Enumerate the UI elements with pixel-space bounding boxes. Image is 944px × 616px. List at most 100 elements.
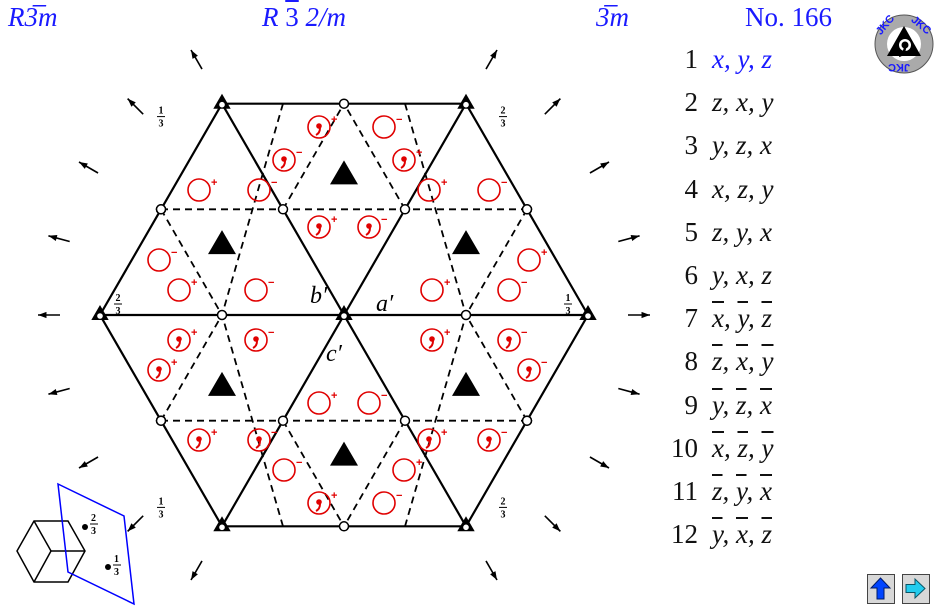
position-sign: + <box>211 177 217 189</box>
glide-line <box>160 314 223 422</box>
position-circle <box>497 278 521 302</box>
position-comma-dot <box>316 499 322 505</box>
rhombohedral-cell-outline <box>57 482 135 606</box>
position-sign: + <box>444 277 450 289</box>
position-comma-dot <box>506 336 512 342</box>
threefold-inversion-axis-center <box>97 313 103 319</box>
position-comma-dot <box>401 156 407 162</box>
operation-coordinates: x, z, y <box>712 432 774 463</box>
threefold-inversion-axis-center <box>463 101 469 108</box>
position-sign: + <box>416 457 422 469</box>
position-circle <box>147 358 171 382</box>
position-sign: − <box>268 327 274 339</box>
position-circle <box>392 148 416 172</box>
position-circle <box>372 115 396 139</box>
operation-number: 7 <box>684 303 699 334</box>
axis-c-label: c′ <box>326 341 343 367</box>
symmetry-operation-row: 10 x, z, y <box>658 427 858 470</box>
position-comma-dot <box>366 223 372 229</box>
position-circle <box>187 178 211 202</box>
operation-number: 10 <box>671 432 698 463</box>
position-sign: + <box>171 357 177 369</box>
operation-number: 4 <box>684 173 699 204</box>
position-sign: + <box>541 247 547 259</box>
jkc-logo: JKC JKC JKC <box>874 13 934 74</box>
position-sign: − <box>296 457 302 469</box>
position-circle <box>247 178 271 202</box>
fraction-numerator: 1 <box>159 106 164 117</box>
operation-number: 5 <box>684 216 699 247</box>
inversion-center <box>399 204 411 215</box>
lattice-point <box>82 524 88 530</box>
operation-coordinates: y, z, x <box>712 389 772 420</box>
inversion-center <box>521 415 533 426</box>
threefold-inversion-axis <box>579 305 597 320</box>
general-positions: +−−++−+−+−−++−+−+−+−+−+−+−+−−++− <box>147 114 547 515</box>
position-circle <box>247 428 271 452</box>
position-circle <box>372 491 396 515</box>
position-comma-tail <box>252 340 258 349</box>
position-comma-dot <box>156 366 162 372</box>
operation-number: 6 <box>684 260 699 291</box>
position-circle <box>244 278 268 302</box>
position-comma-tail <box>315 503 321 512</box>
nav-next-button[interactable] <box>902 574 930 604</box>
operation-number: 11 <box>672 475 698 506</box>
glide-line <box>282 103 345 210</box>
right-arrow-icon <box>905 577 926 600</box>
position-comma-dot <box>256 436 262 442</box>
glide-line <box>404 314 467 527</box>
threefold-screw-axis <box>208 371 236 396</box>
threefold-inversion-axis <box>457 516 475 532</box>
operation-coordinates: y, x, z <box>712 260 772 291</box>
nav-up-button[interactable] <box>867 574 895 604</box>
position-sign: + <box>444 327 450 339</box>
axis-b-label: b′ <box>310 283 328 309</box>
threefold-inversion-axis-center <box>219 101 225 108</box>
position-circle <box>477 178 501 202</box>
operation-coordinates: x, y, z <box>712 44 772 75</box>
position-comma-tail <box>425 440 431 449</box>
position-circle <box>147 248 171 272</box>
position-sign: − <box>521 327 527 339</box>
twofold-axis-arrowhead <box>48 235 58 241</box>
operation-number: 12 <box>671 519 698 550</box>
point-group-symbol: 3̅m <box>596 2 629 32</box>
position-sign: + <box>211 427 217 439</box>
operation-coordinates: z, x, y <box>712 87 774 118</box>
twofold-axis-arrowhead <box>630 235 640 241</box>
threefold-inversion-axis <box>91 305 109 320</box>
position-sign: − <box>521 277 527 289</box>
short-hm-symbol: R3̅m <box>8 2 58 32</box>
fraction-numerator: 1 <box>566 293 571 304</box>
position-sign: − <box>271 177 277 189</box>
position-circle <box>420 328 444 352</box>
twofold-axis-arrowhead <box>490 571 497 581</box>
inset-label-top-den: 3 <box>91 526 96 537</box>
position-sign: + <box>331 390 337 402</box>
position-comma-dot <box>176 336 182 342</box>
position-comma-tail <box>485 440 491 449</box>
position-comma-dot <box>196 436 202 442</box>
position-comma-dot <box>526 366 532 372</box>
symmetry-diagram: 132323131323+−−++−+−+−−++−+−+−+−+−+−+−+−… <box>38 49 650 581</box>
symmetry-operation-row: 4 x, z, y <box>658 168 858 211</box>
inset-label-right-den: 3 <box>114 567 119 578</box>
fraction-numerator: 2 <box>501 106 506 117</box>
twofold-axis-arrowhead <box>78 162 88 169</box>
position-comma-tail <box>365 227 371 236</box>
twofold-axis-arrowhead <box>191 571 198 581</box>
operation-coordinates: x, z, y <box>712 173 774 204</box>
fraction-denominator: 3 <box>116 306 121 317</box>
inversion-center <box>399 415 411 426</box>
twofold-axis-arrowhead <box>127 523 136 532</box>
fraction-numerator: 2 <box>116 293 121 304</box>
inversion-center <box>338 521 350 532</box>
twofold-axis-arrowhead <box>552 98 561 107</box>
fraction-denominator: 3 <box>501 509 506 520</box>
height-fraction: 13 <box>157 496 165 520</box>
position-comma-dot <box>281 156 287 162</box>
